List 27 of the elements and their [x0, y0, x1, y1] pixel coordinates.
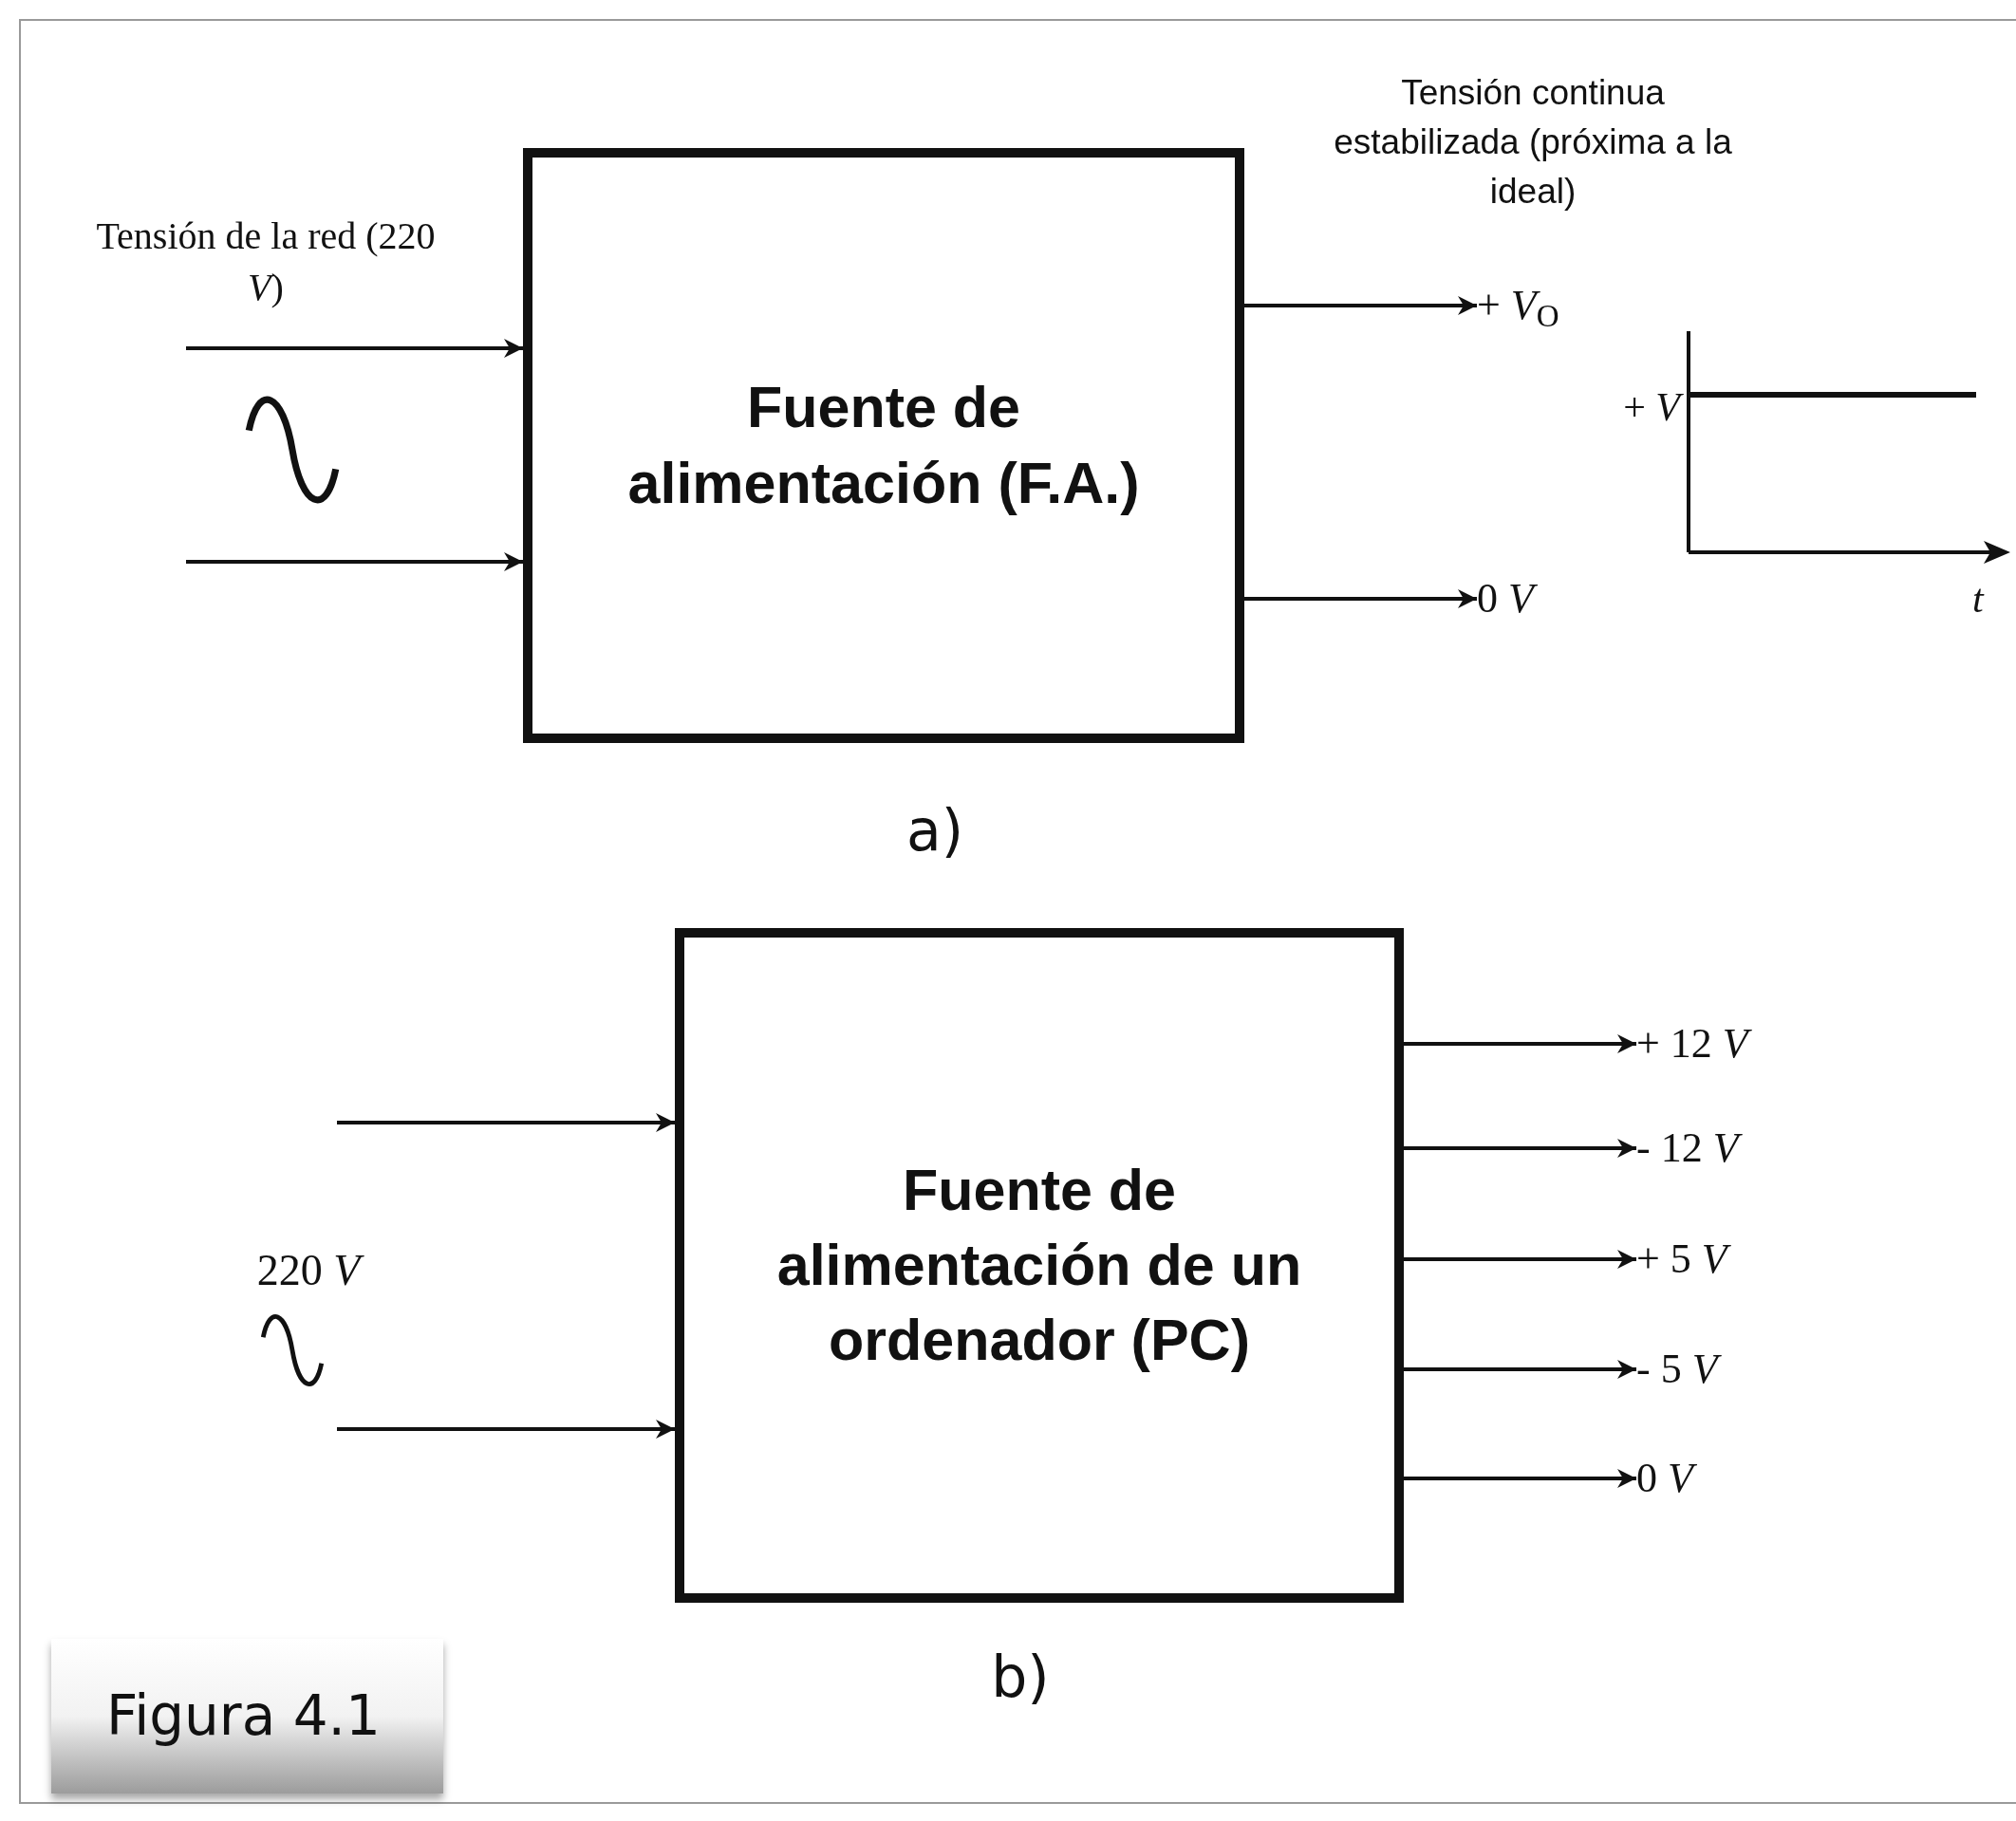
text-label: t [1972, 576, 1986, 622]
block-box: Fuente de alimentación (F.A.) [523, 148, 1244, 743]
text-label: Tensión continua estabilizada (próxima a la ideal) [1333, 72, 1733, 213]
arrow [1404, 1139, 1636, 1158]
output-label: + 5 V [1636, 1236, 1779, 1283]
arrow [1244, 296, 1477, 315]
arrow [337, 1113, 675, 1132]
arrow [1404, 1034, 1636, 1053]
block-box: Fuente de alimentación de un ordenador (PC) [675, 928, 1404, 1603]
output-label: 0 V [1636, 1455, 1779, 1502]
arrow [337, 1420, 675, 1439]
arrow [1404, 1469, 1636, 1488]
text-label: 220 V [214, 1237, 403, 1303]
output-label: - 12 V [1636, 1124, 1779, 1172]
output-label: + 12 V [1636, 1020, 1779, 1068]
output-label: - 5 V [1636, 1346, 1779, 1393]
text-label: Tensión de la red (220 V) [95, 214, 437, 310]
text-label: a) [905, 796, 965, 865]
arrow [1404, 1360, 1636, 1379]
arrow [1404, 1250, 1636, 1269]
output-label: 0 V [1477, 575, 1591, 622]
arrow [186, 339, 523, 358]
output-label: + V$_{O}$ [1477, 282, 1610, 329]
arrow [186, 552, 523, 571]
text-label: b) [990, 1643, 1051, 1712]
figure-caption-tab: Figura 4.1 [51, 1639, 443, 1793]
arrow [1244, 589, 1477, 608]
